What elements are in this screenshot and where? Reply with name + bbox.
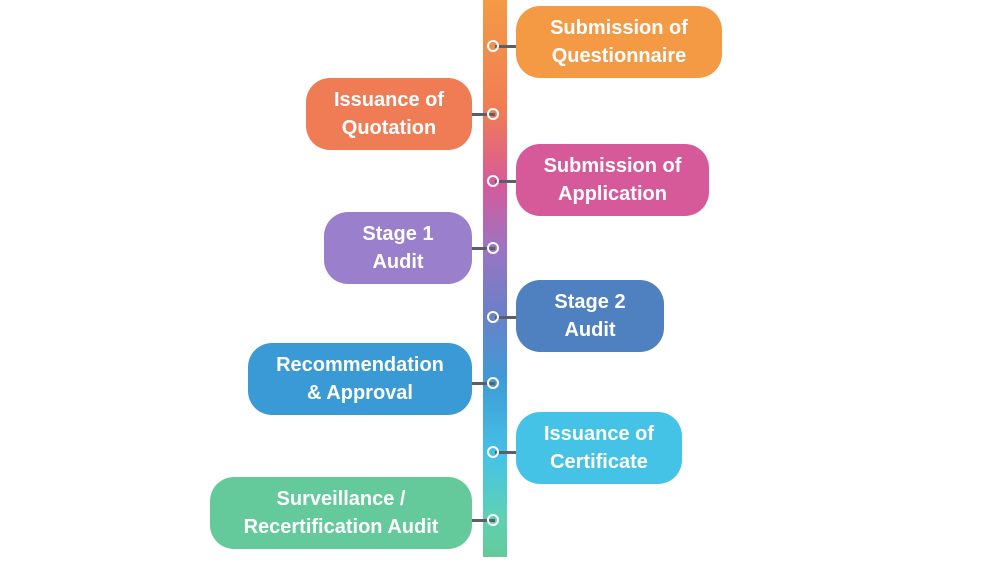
step-label: Submission of Questionnaire — [550, 17, 688, 67]
connector-7 — [495, 451, 517, 454]
step-recommendation-and-approval: Recommendation & Approval — [248, 343, 472, 415]
step-label: Stage 1 Audit — [362, 223, 434, 273]
step-submission-of-questionnaire: Submission of Questionnaire — [516, 6, 722, 78]
step-label: Issuance of Certificate — [543, 423, 655, 473]
node-ring-1 — [487, 40, 499, 52]
step-label: Issuance of Quotation — [333, 89, 445, 139]
node-ring-7 — [487, 446, 499, 458]
node-ring-2 — [487, 108, 499, 120]
timeline-spine — [483, 0, 507, 557]
node-ring-4 — [487, 242, 499, 254]
step-surveillance-recertification-audit: Surveillance / Recertification Audit — [210, 477, 472, 549]
node-ring-3 — [487, 175, 499, 187]
connector-5 — [495, 316, 517, 319]
step-label: Submission of Application — [543, 155, 682, 205]
step-submission-of-application: Submission of Application — [516, 144, 709, 216]
connector-4 — [471, 247, 495, 250]
step-issuance-of-quotation: Issuance of Quotation — [306, 78, 472, 150]
connector-1 — [495, 45, 517, 48]
step-label: Stage 2 Audit — [554, 291, 626, 341]
node-ring-8 — [487, 514, 499, 526]
node-ring-5 — [487, 311, 499, 323]
connector-8 — [471, 519, 495, 522]
step-label: Recommendation & Approval — [276, 354, 444, 404]
step-issuance-of-certificate: Issuance of Certificate — [516, 412, 682, 484]
connector-3 — [495, 180, 517, 183]
step-stage-1-audit: Stage 1 Audit — [324, 212, 472, 284]
step-label: Surveillance / Recertification Audit — [243, 488, 439, 538]
node-ring-6 — [487, 377, 499, 389]
step-stage-2-audit: Stage 2 Audit — [516, 280, 664, 352]
connector-6 — [471, 382, 495, 385]
connector-2 — [471, 113, 495, 116]
